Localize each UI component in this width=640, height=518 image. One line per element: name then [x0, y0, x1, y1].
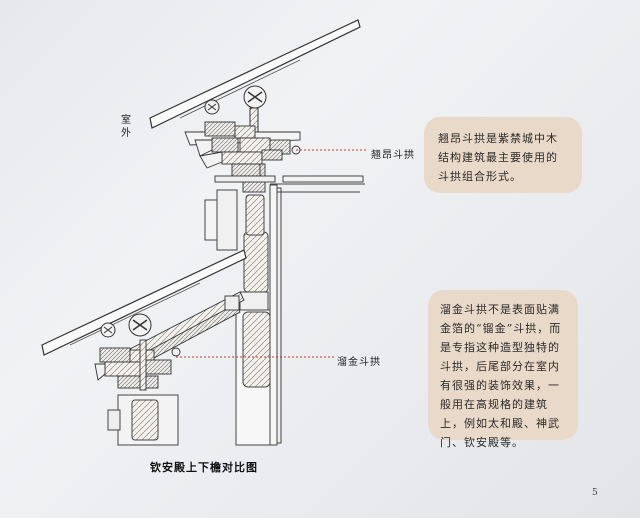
lower-roof: [41, 249, 247, 356]
lower-rafter-ends: [100, 313, 152, 338]
upper-wall-step: [204, 189, 238, 251]
note-lower-bracket: 溜金斗拱不是表面贴满金箔的“镏金”斗拱，而是专指这种造型独特的斗拱，后尾部分在室…: [428, 290, 578, 449]
note-upper-bracket: 翘昂斗拱是紫禁城中木结构建筑最主要使用的斗拱组合形式。: [424, 117, 582, 193]
lower-bracket-label: 溜金斗拱: [337, 357, 381, 368]
diagram-caption: 钦安殿上下檐对比图: [150, 461, 258, 474]
lower-bracket-set: [94, 291, 245, 391]
outdoor-label: 室外: [121, 115, 132, 139]
page-number: 5: [592, 488, 598, 498]
upper-bracket-label: 翘昂斗拱: [371, 150, 415, 161]
lower-column: [235, 163, 271, 446]
upper-bracket-set: [184, 121, 364, 183]
upper-roof: [149, 19, 361, 129]
main-column: [269, 183, 365, 446]
lower-wall: [107, 394, 179, 446]
